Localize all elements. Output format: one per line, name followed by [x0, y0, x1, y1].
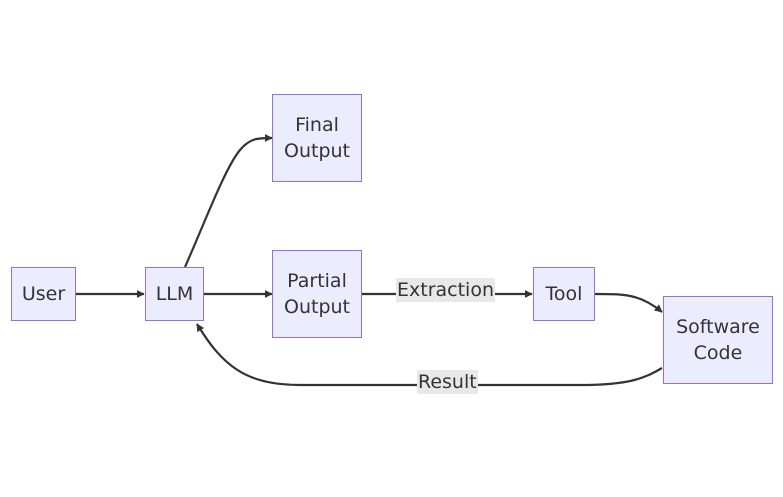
node-software-code: Software Code [663, 296, 773, 384]
node-tool-label: Tool [545, 283, 583, 305]
node-user: User [11, 267, 76, 321]
edge-software-code-to-llm [196, 323, 663, 387]
node-final-output: Final Output [272, 94, 362, 182]
node-tool: Tool [533, 267, 595, 321]
node-partial-output: Partial Output [272, 250, 362, 338]
edge-llm-to-final-output [183, 134, 273, 268]
node-software-code-label: Software Code [676, 316, 760, 364]
node-llm: LLM [145, 267, 204, 321]
node-final-output-label: Final Output [284, 114, 350, 162]
node-llm-label: LLM [155, 283, 194, 305]
node-partial-output-label: Partial Output [284, 270, 350, 318]
edge-tool-to-software-code [593, 292, 663, 313]
edge-label-result: Result [417, 370, 478, 394]
node-user-label: User [21, 283, 66, 305]
edge-label-extraction: Extraction [396, 278, 495, 302]
